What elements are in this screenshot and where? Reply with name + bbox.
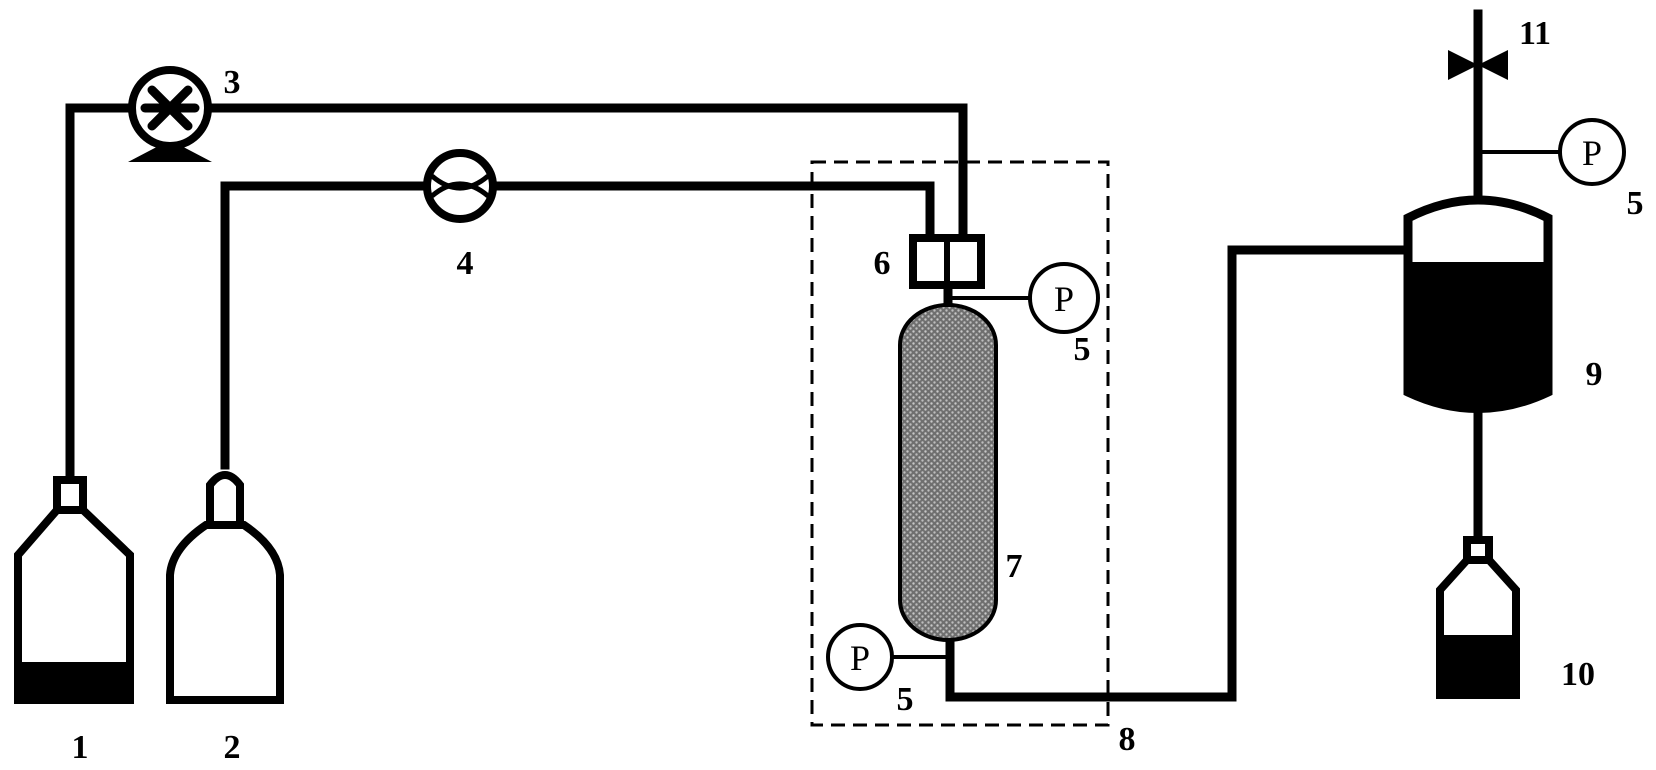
pump-icon [128,66,212,162]
label-2: 2 [224,729,241,766]
label-9: 9 [1586,356,1603,393]
valve-icon [1448,50,1508,80]
separator-vessel [1403,195,1553,413]
packed-column-icon [898,303,998,642]
label-6: 6 [874,245,891,282]
label-5-top: 5 [1074,331,1091,368]
label-4: 4 [457,245,474,282]
label-5-bottom: 5 [897,681,914,718]
label-3: 3 [224,64,241,101]
pressure-gauge-icon: P [826,623,894,691]
pipe-bottle-to-pump [65,103,140,485]
pipe-cylinder-to-flowmeter [220,181,430,470]
pressure-gauge-icon: P [1558,118,1626,186]
label-5-right: 5 [1627,185,1644,222]
label-10: 10 [1561,656,1595,693]
mixer-block [909,234,985,289]
pipe-column-to-separator [945,245,1413,702]
collector-bottle [1436,536,1520,699]
gauge-symbol-right: P [1582,133,1602,173]
label-1: 1 [72,729,89,766]
gauge-symbol-bottom: P [850,638,870,678]
label-11: 11 [1519,15,1551,52]
feed-bottle [14,476,134,704]
oven-enclosure [810,160,1110,727]
label-8: 8 [1119,721,1136,758]
pipe-flowmeter-to-mixer [490,181,935,243]
label-7: 7 [1006,548,1023,585]
flowmeter-icon [423,149,497,223]
pressure-gauge-icon: P [1028,262,1100,334]
gas-cylinder [166,471,284,704]
gauge-symbol-top: P [1054,279,1074,319]
pipe-pump-to-mixer [200,103,968,243]
